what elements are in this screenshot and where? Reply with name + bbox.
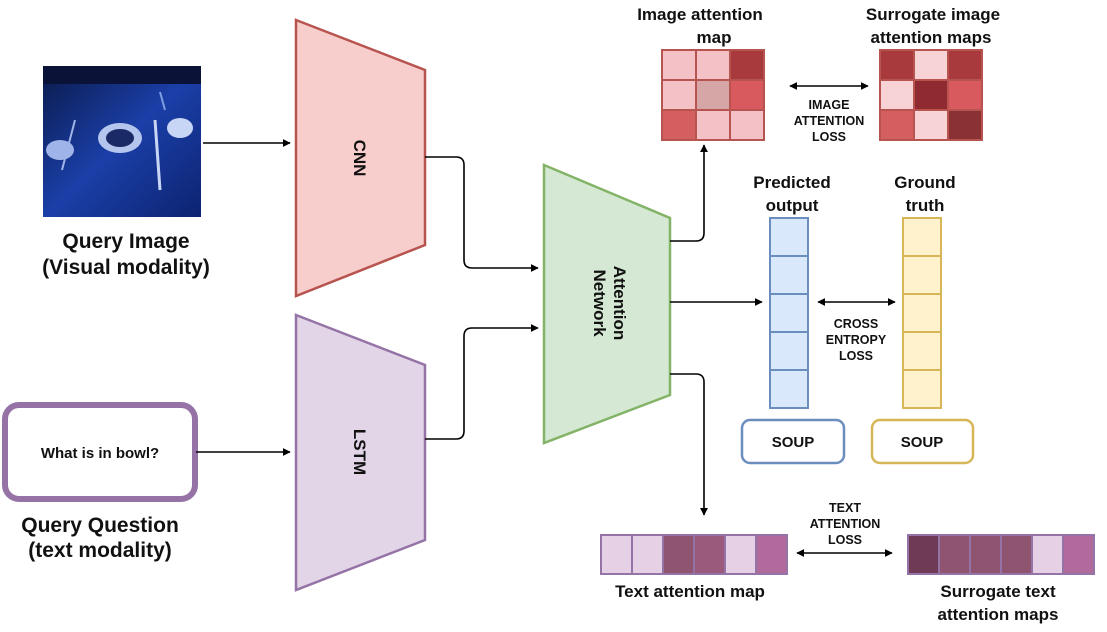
lstm-label: LSTM	[350, 429, 369, 475]
surrogate-text-title-2: attention maps	[938, 605, 1059, 624]
predicted-soup-label: SOUP	[772, 434, 815, 451]
image-attention-map-cell	[695, 79, 731, 111]
query-question-caption-2: (text modality)	[28, 539, 172, 562]
surrogate-text-map-cell	[1031, 534, 1064, 575]
text-attention-loss-2: ATTENTION	[810, 517, 881, 531]
text-attention-map-title: Text attention map	[615, 582, 765, 601]
surrogate-text-map-cell	[1000, 534, 1033, 575]
predicted-output-title-1: Predicted	[753, 173, 830, 192]
cross-entropy-loss-3: LOSS	[839, 349, 873, 363]
image-attention-map-cell	[661, 109, 697, 141]
image-attention-loss-1: IMAGE	[809, 98, 850, 112]
image-attention-loss-3: LOSS	[812, 130, 846, 144]
lstm-block	[294, 313, 427, 592]
arrow-attention-to-image-map	[670, 144, 708, 242]
surrogate-image-map-cell	[913, 79, 949, 111]
arrow-cnn-to-attention	[425, 156, 539, 272]
image-attention-map-cell	[695, 109, 731, 141]
ground-soup-box	[870, 418, 975, 465]
predicted-output-cell	[769, 293, 809, 333]
text-attention-map-cell	[724, 534, 757, 575]
predicted-output-cell	[769, 255, 809, 295]
ground-truth-cell	[902, 293, 942, 333]
attention-network-block	[542, 163, 672, 445]
text-attention-loss-1: TEXT	[829, 501, 861, 515]
query-question-caption-1: Query Question	[21, 514, 179, 537]
attention-network-label-2: Network	[590, 269, 609, 337]
image-attention-map	[661, 49, 765, 141]
text-attention-map-cell	[662, 534, 695, 575]
predicted-output-cell	[769, 369, 809, 409]
predicted-soup-box	[740, 418, 846, 465]
image-attention-map-cell	[661, 49, 697, 81]
text-attention-map	[600, 534, 788, 575]
text-attention-map-cell	[755, 534, 788, 575]
query-image-caption-2: (Visual modality)	[42, 256, 210, 279]
ground-soup-label: SOUP	[901, 434, 944, 451]
surrogate-image-title-1: Surrogate image	[866, 5, 1000, 24]
query-image-caption-1: Query Image	[62, 230, 189, 253]
surrogate-image-map-cell	[879, 49, 915, 81]
cross-entropy-loss-1: CROSS	[834, 317, 878, 331]
surrogate-image-map-cell	[913, 49, 949, 81]
surrogate-image-map-cell	[947, 49, 983, 81]
predicted-output-title-2: output	[766, 196, 819, 215]
surrogate-image-map-cell	[947, 79, 983, 111]
text-attention-map-cell	[693, 534, 726, 575]
image-attention-map-title-1: Image attention	[637, 5, 763, 24]
surrogate-text-attention-maps	[907, 534, 1095, 575]
surrogate-text-map-cell	[1062, 534, 1095, 575]
text-attention-map-cell	[631, 534, 664, 575]
surrogate-image-map-cell	[913, 109, 949, 141]
query-question-box	[2, 402, 198, 502]
image-attention-map-cell	[661, 79, 697, 111]
image-attention-loss-2: ATTENTION	[794, 114, 865, 128]
surrogate-image-map-cell	[879, 109, 915, 141]
ground-truth-cell	[902, 369, 942, 409]
ground-truth-cell	[902, 331, 942, 371]
query-image	[43, 66, 201, 217]
ground-truth-title-2: truth	[906, 196, 945, 215]
surrogate-text-map-cell	[969, 534, 1002, 575]
ground-truth-title-1: Ground	[894, 173, 955, 192]
ground-truth-cell	[902, 217, 942, 257]
text-attention-loss-3: LOSS	[828, 533, 862, 547]
image-attention-map-title-2: map	[697, 28, 732, 47]
predicted-output-cell	[769, 217, 809, 257]
surrogate-image-map-cell	[879, 79, 915, 111]
surrogate-image-title-2: attention maps	[871, 28, 992, 47]
query-question-text: What is in bowl?	[41, 445, 159, 462]
arrow-attention-to-text-map	[670, 373, 708, 516]
cross-entropy-loss-2: ENTROPY	[826, 333, 887, 347]
predicted-output-vector	[769, 217, 809, 409]
ground-truth-vector	[902, 217, 942, 409]
surrogate-text-map-cell	[938, 534, 971, 575]
surrogate-text-title-1: Surrogate text	[940, 582, 1056, 601]
surrogate-image-attention-maps	[879, 49, 983, 141]
surrogate-image-map-cell	[947, 109, 983, 141]
image-attention-map-cell	[729, 79, 765, 111]
text-attention-map-cell	[600, 534, 633, 575]
image-attention-map-cell	[729, 49, 765, 81]
arrow-lstm-to-attention	[425, 324, 539, 440]
surrogate-text-map-cell	[907, 534, 940, 575]
image-attention-map-cell	[729, 109, 765, 141]
cnn-block	[294, 18, 427, 298]
ground-truth-cell	[902, 255, 942, 295]
predicted-output-cell	[769, 331, 809, 371]
cnn-label: CNN	[350, 140, 369, 177]
image-attention-map-cell	[695, 49, 731, 81]
attention-network-label-1: Attention	[610, 266, 629, 341]
